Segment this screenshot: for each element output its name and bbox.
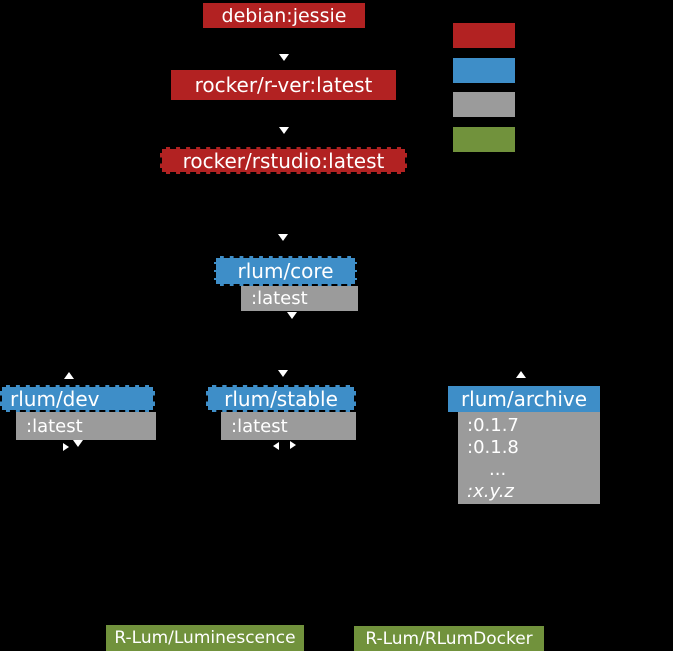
legend-blue-swatch: [453, 58, 515, 83]
node-label: rlum/core: [237, 259, 334, 283]
repo-label-rlumdocker: R-Lum/RLumDocker: [354, 626, 544, 651]
arrowhead-right-icon: [290, 441, 296, 449]
arrowhead-left-icon: [273, 442, 279, 450]
node-label: rlum/archive: [460, 387, 588, 411]
node-label: rocker/r-ver:latest: [194, 73, 373, 97]
arrowhead-up-icon: [64, 372, 74, 379]
node-rocker-r-ver: rocker/r-ver:latest: [171, 70, 396, 100]
tag-archive-versions: :0.1.7 :0.1.8 ... :x.y.z: [458, 412, 600, 504]
node-rlum-dev: rlum/dev: [0, 385, 155, 412]
repo-label-luminescence: R-Lum/Luminescence: [106, 625, 304, 651]
tag-label-ellipsis: ...: [489, 459, 507, 480]
node-label: debian:jessie: [221, 4, 347, 27]
node-rlum-archive: rlum/archive: [448, 386, 600, 412]
tag-core-latest: :latest: [241, 286, 358, 311]
legend-gray-swatch: [453, 92, 515, 117]
arrowhead-down-icon: [279, 127, 289, 134]
tag-label: :x.y.z: [467, 481, 514, 502]
tag-label: :latest: [231, 415, 288, 437]
tag-label: :latest: [26, 415, 83, 437]
tag-label: :0.1.7: [467, 415, 519, 436]
legend-red-swatch: [453, 23, 515, 48]
node-rlum-core: rlum/core: [214, 256, 357, 286]
legend-green-swatch: [453, 127, 515, 152]
arrowhead-down-icon: [278, 234, 288, 241]
tag-stable-latest: :latest: [221, 412, 356, 440]
arrowhead-up-icon: [516, 371, 526, 378]
arrowhead-down-icon: [279, 54, 289, 61]
node-rocker-rstudio: rocker/rstudio:latest: [160, 147, 407, 174]
arrowhead-down-icon: [287, 312, 297, 319]
tag-dev-latest: :latest: [16, 412, 156, 440]
tag-label: :latest: [251, 288, 308, 309]
arrowhead-down-icon: [73, 440, 83, 447]
tag-label: :0.1.8: [467, 437, 519, 458]
node-debian-jessie: debian:jessie: [203, 3, 365, 28]
node-label: rocker/rstudio:latest: [182, 148, 385, 173]
repo-label: R-Lum/Luminescence: [114, 628, 296, 648]
arrowhead-right-icon: [63, 443, 69, 451]
node-rlum-stable: rlum/stable: [206, 385, 356, 412]
node-label: rlum/stable: [224, 386, 338, 411]
repo-label: R-Lum/RLumDocker: [365, 628, 533, 649]
node-label: rlum/dev: [10, 386, 100, 411]
arrowhead-down-icon: [278, 370, 288, 377]
